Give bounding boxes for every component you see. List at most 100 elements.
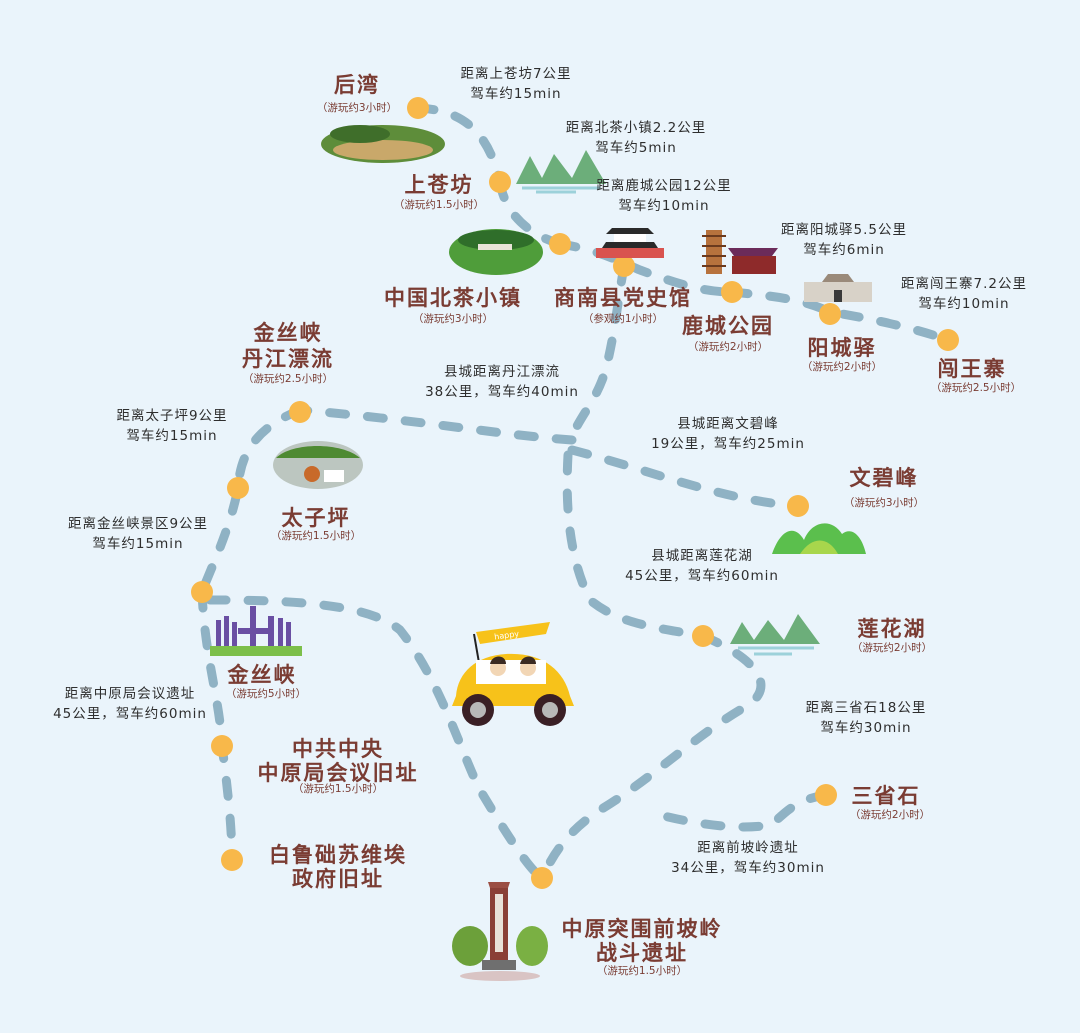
wenbifeng-mountain-icon: [772, 523, 866, 554]
poi-luchenggongyuan-duration: （游玩约2小时）: [687, 341, 769, 353]
route-county-lianhuahu: [562, 450, 708, 641]
poi-houwan-name[interactable]: 后湾: [334, 73, 380, 97]
poi-taiziping-name[interactable]: 太子坪: [281, 506, 351, 530]
poi-wenbifeng-name[interactable]: 文碧峰: [849, 466, 919, 490]
car-flag-text: happy: [494, 629, 520, 641]
route-dangshiguan-county: [567, 261, 629, 445]
route-label-to-chuangwangzhai: 距离闯王寨7.2公里 驾车约10min: [901, 274, 1027, 314]
route-drive-time: 19公里，驾车约25min: [651, 436, 805, 452]
stop-dot-qianpoling[interactable]: [531, 867, 553, 889]
route-label-to-sanshengshi: 距离三省石18公里 驾车约30min: [806, 698, 927, 738]
route-drive-time: 驾车约6min: [803, 242, 885, 258]
route-drive-time: 驾车约15min: [92, 536, 184, 552]
stop-dot-shangcangfang[interactable]: [489, 171, 511, 193]
route-label-to-yangchengyi: 距离阳城驿5.5公里 驾车约6min: [781, 220, 907, 260]
route-distance: 距离前坡岭遗址: [697, 840, 799, 856]
poi-sanshengshi-duration: （游玩约2小时）: [849, 809, 931, 821]
route-county-wenbifeng: [567, 445, 803, 511]
poi-zhongyuanju-name-line2[interactable]: 中原局会议旧址: [257, 761, 419, 785]
stop-dot-dangshiguan[interactable]: [613, 255, 635, 277]
route-drive-time: 驾车约30min: [820, 720, 912, 736]
poi-qianpoling-duration: （游玩约1.5小时）: [596, 965, 688, 977]
poi-taiziping-duration: （游玩约1.5小时）: [270, 530, 362, 542]
route-label-to-jinsixia: 距离金丝峡景区9公里 驾车约15min: [68, 514, 208, 554]
route-distance: 距离中原局会议遗址: [64, 686, 196, 702]
party-museum-building-icon: [596, 228, 664, 258]
poi-chuangwangzhai-duration: （游玩约2.5小时）: [930, 382, 1022, 394]
stop-dot-sanshengshi[interactable]: [815, 784, 837, 806]
route-houwan-shangcangfang: [413, 103, 505, 187]
mountain-lake-icon: [516, 150, 606, 194]
route-label-to-qianpoling: 距离前坡岭遗址 34公里，驾车约30min: [671, 838, 825, 878]
poi-shangcangfang-name[interactable]: 上苍坊: [404, 173, 474, 197]
route-distance: 县城距离文碧峰: [677, 416, 779, 432]
poi-dangshiguan-duration: （参观约1小时）: [582, 313, 664, 325]
poi-qianpoling-name-line2[interactable]: 战斗遗址: [596, 941, 688, 965]
stop-dot-luchenggongyuan[interactable]: [721, 281, 743, 303]
route-drive-time: 驾车约5min: [595, 140, 677, 156]
poi-zhongyuanju-name-line1[interactable]: 中共中央: [292, 737, 384, 761]
route-drive-time: 45公里，驾车约60min: [625, 568, 779, 584]
poi-jinsixia-duration: （游玩约5小时）: [225, 688, 307, 700]
poi-lianhuahu-duration: （游玩约2小时）: [851, 642, 933, 654]
poi-baiyu-name-line2[interactable]: 政府旧址: [292, 867, 384, 891]
houwan-photo-icon: [321, 125, 445, 163]
yangchengyi-gate-icon: [804, 274, 872, 302]
poi-beicha-duration: （游玩约3小时）: [412, 313, 494, 325]
poi-dangshiguan-name[interactable]: 商南县党史馆: [554, 286, 692, 310]
route-label-to-lianhuahu: 县城距离莲花湖 45公里，驾车约60min: [625, 546, 779, 586]
poi-qianpoling-name-line1[interactable]: 中原突围前坡岭: [561, 917, 723, 941]
stop-dot-wenbifeng[interactable]: [787, 495, 809, 517]
route-sanshengshi-loop: [655, 790, 831, 832]
stop-dot-taiziping[interactable]: [227, 477, 249, 499]
route-drive-time: 驾车约10min: [618, 198, 710, 214]
route-label-to-wenbifeng: 县城距离文碧峰 19公里，驾车约25min: [651, 414, 805, 454]
stop-dot-houwan[interactable]: [407, 97, 429, 119]
route-drive-time: 驾车约10min: [918, 296, 1010, 312]
route-label-to-beicha: 距离北茶小镇2.2公里 驾车约5min: [566, 118, 706, 158]
poi-luchenggongyuan-name[interactable]: 鹿城公园: [682, 314, 774, 338]
lianhuahu-mountain-lake-icon: [730, 614, 820, 656]
poi-piaoliu-duration: （游玩约2.5小时）: [242, 373, 334, 385]
poi-jinsixia-name[interactable]: 金丝峡: [227, 663, 297, 687]
route-jinsixia-qianpoling: [205, 595, 547, 883]
route-piaoliu-taiziping-jinsixia: [197, 405, 305, 597]
route-distance: 距离阳城驿5.5公里: [781, 222, 907, 238]
jinsixia-gate-icon: [210, 606, 302, 656]
poi-lianhuahu-name[interactable]: 莲花湖: [857, 617, 927, 641]
route-lianhuahu-sanshengshi-qianpoling: [537, 631, 766, 883]
stop-dot-zhongyuanju[interactable]: [211, 735, 233, 757]
stop-dot-chuangwangzhai[interactable]: [937, 329, 959, 351]
poi-chuangwangzhai-name[interactable]: 闯王寨: [937, 357, 1007, 381]
route-drive-time: 34公里，驾车约30min: [671, 860, 825, 876]
poi-yangchengyi-duration: （游玩约2小时）: [801, 361, 883, 373]
stop-dot-piaoliu[interactable]: [289, 401, 311, 423]
route-lucheng-yangcheng-chuangwang: [727, 287, 953, 345]
route-distance: 县城距离丹江漂流: [443, 364, 560, 380]
qianpoling-monument-icon: [452, 882, 548, 981]
route-distance: 距离三省石18公里: [805, 700, 927, 716]
route-label-to-taiziping: 距离太子坪9公里 驾车约15min: [116, 406, 227, 446]
stop-dot-beicha[interactable]: [549, 233, 571, 255]
poi-sanshengshi-name[interactable]: 三省石: [851, 784, 921, 808]
stop-dot-yangchengyi[interactable]: [819, 303, 841, 325]
happy-car-icon: happy: [452, 622, 574, 726]
poi-beicha-name[interactable]: 中国北茶小镇: [384, 286, 522, 310]
route-distance: 距离北茶小镇2.2公里: [565, 120, 707, 136]
poi-piaoliu-name-line2[interactable]: 丹江漂流: [242, 347, 334, 371]
poi-piaoliu-name-line1[interactable]: 金丝峡: [253, 321, 323, 345]
route-beicha-dangshiguan-lucheng: [555, 239, 737, 297]
route-distance: 县城距离莲花湖: [651, 548, 753, 564]
route-distance: 距离金丝峡景区9公里: [67, 516, 209, 532]
stop-dot-lianhuahu[interactable]: [692, 625, 714, 647]
taiziping-photo-icon: [273, 441, 363, 489]
stop-dot-baiyu[interactable]: [221, 849, 243, 871]
poi-yangchengyi-name[interactable]: 阳城驿: [807, 336, 877, 360]
poi-baiyu-name-line1[interactable]: 白鲁础苏维埃: [269, 843, 407, 867]
route-distance: 距离太子坪9公里: [116, 408, 228, 424]
stop-dot-jinsixia[interactable]: [191, 581, 213, 603]
route-label-to-shangcangfang: 距离上苍坊7公里 驾车约15min: [460, 64, 571, 104]
route-label-to-piaoliu: 县城距离丹江漂流 38公里，驾车约40min: [425, 362, 579, 402]
route-label-to-luchenggongyuan: 距离鹿城公园12公里 驾车约10min: [596, 176, 731, 216]
